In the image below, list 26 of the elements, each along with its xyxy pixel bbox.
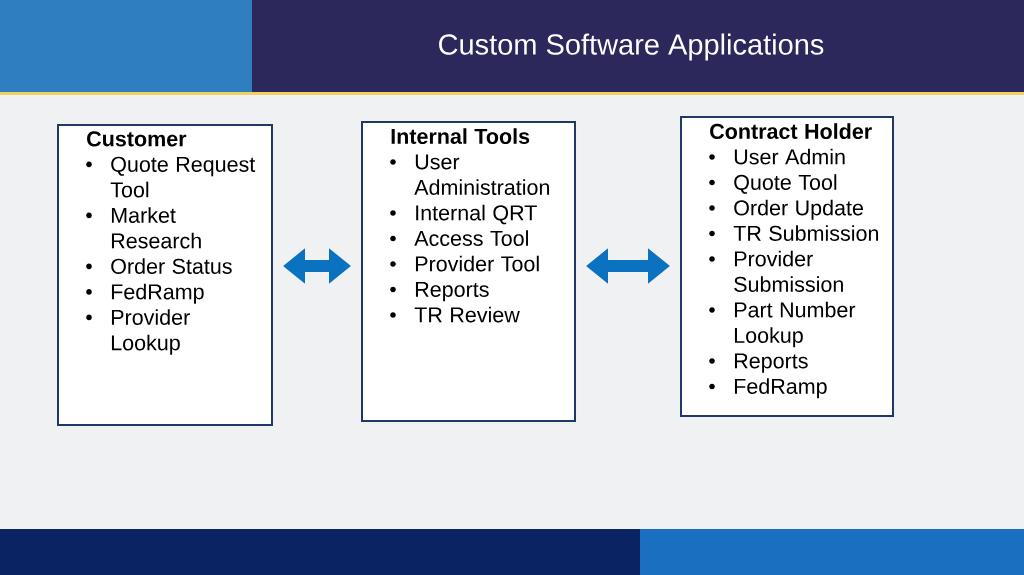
bullet-item: Access Tool [390, 230, 528, 246]
bullet-item: Provider Lookup [86, 309, 190, 355]
box-heading: Customer [87, 131, 187, 147]
box-heading: Internal Tools [391, 128, 530, 144]
bullet-item: Order Update [709, 199, 863, 220]
list-box [361, 121, 576, 422]
bullet-item: User Administration [390, 154, 549, 195]
bullet-item: TR Review [390, 306, 520, 323]
bullet-item: Market Research [86, 207, 201, 249]
bullet-item: Order Status [86, 258, 232, 274]
bullet-item: FedRamp [86, 283, 204, 304]
bullet-item: User Admin [709, 148, 845, 165]
bullet-item: Quote Request Tool [86, 156, 256, 198]
box-heading: Contract Holder [710, 123, 872, 139]
bullet-item: Internal QRT [390, 204, 537, 225]
bullet-item: Quote Tool [709, 174, 837, 194]
bullet-item: Reports [390, 282, 489, 302]
bullet-item: Provider Tool [390, 255, 539, 272]
title: Custom Software Applications [439, 33, 824, 61]
bullet-item: Provider Submission [709, 250, 843, 292]
bullet-item: FedRamp [709, 378, 827, 399]
list-box [680, 116, 894, 417]
bullet-item: Part Number Lookup [709, 301, 856, 348]
bullet-item: Reports [709, 353, 808, 373]
bullet-item: TR Submission [709, 225, 879, 241]
list-box [57, 124, 273, 426]
